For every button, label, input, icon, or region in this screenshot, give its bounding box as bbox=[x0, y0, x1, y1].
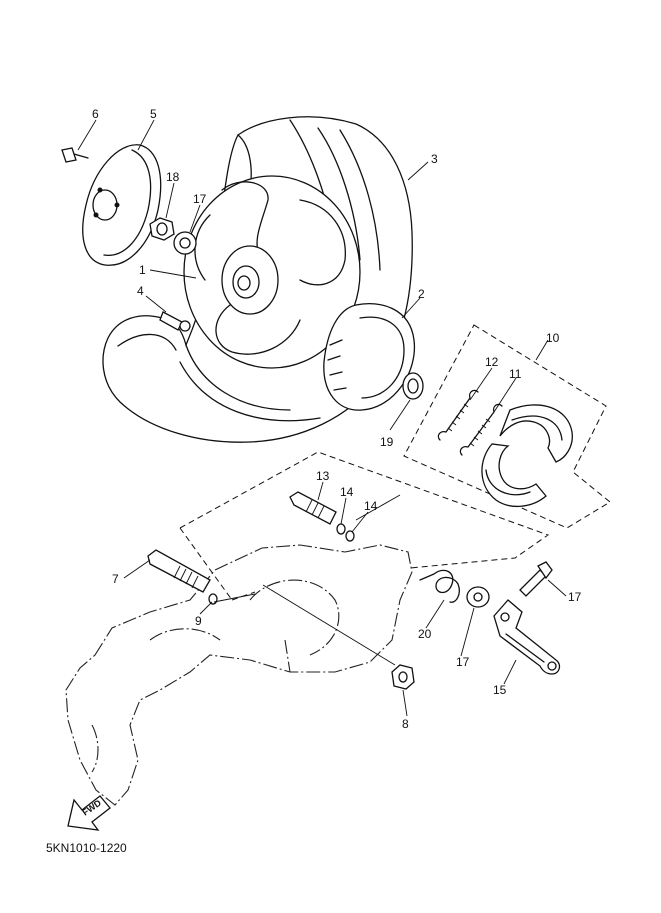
callout-leaders bbox=[77, 119, 567, 717]
oil-seal bbox=[402, 372, 424, 400]
callout-2: 2 bbox=[418, 287, 425, 301]
brake-shoes bbox=[481, 404, 573, 507]
nut-19 bbox=[149, 217, 175, 241]
callout-20: 19 bbox=[380, 435, 394, 449]
callout-4: 4 bbox=[137, 284, 144, 298]
wheel-rim bbox=[183, 175, 361, 369]
brake-shoe-spring-11 bbox=[459, 403, 503, 456]
callout-19: 18 bbox=[166, 170, 180, 184]
leader-lines bbox=[213, 494, 401, 666]
callout-8: 8 bbox=[402, 717, 409, 731]
o-ring-14b bbox=[345, 530, 355, 542]
o-ring-14a bbox=[336, 523, 346, 535]
brake-shoe-spring-12 bbox=[437, 389, 479, 441]
drawing-code: 5KN1010-1220 bbox=[46, 841, 127, 855]
callout-13: 13 bbox=[316, 469, 330, 483]
bolt-17 bbox=[519, 561, 553, 597]
callout-1: 1 bbox=[139, 263, 146, 277]
callout-10: 10 bbox=[546, 331, 560, 345]
callout-5: 5 bbox=[150, 107, 157, 121]
callout-6: 6 bbox=[92, 107, 99, 121]
brake-cam-lever bbox=[493, 599, 561, 675]
callout-7: 7 bbox=[112, 572, 119, 586]
callout-11: 11 bbox=[509, 367, 522, 381]
washer-16 bbox=[466, 586, 490, 608]
callout-15: 15 bbox=[493, 683, 507, 697]
callout-9: 9 bbox=[195, 614, 202, 628]
callout-3: 3 bbox=[431, 152, 438, 166]
callout-17: 17 bbox=[568, 590, 582, 604]
brake-camshaft bbox=[289, 491, 337, 525]
callout-14a: 14 bbox=[340, 485, 354, 499]
crankcase-outline bbox=[65, 544, 413, 806]
forward-arrow-icon: FWD bbox=[67, 795, 111, 831]
air-valve bbox=[159, 311, 191, 332]
bolt-6 bbox=[61, 147, 89, 163]
callout-16: 17 bbox=[456, 655, 470, 669]
brake-shoe-kit-box bbox=[403, 324, 611, 529]
callout-14b: 14 bbox=[364, 499, 378, 513]
nut-8 bbox=[391, 664, 415, 690]
o-ring-9 bbox=[208, 593, 218, 605]
brake-drum-ring bbox=[323, 302, 416, 411]
callout-labels: 6 5 18 17 1 4 3 2 19 10 12 11 13 14 14 7… bbox=[92, 107, 582, 731]
hub-cover-plate bbox=[82, 144, 162, 266]
washer-18 bbox=[173, 231, 197, 255]
callout-18: 17 bbox=[193, 192, 207, 206]
torsion-spring bbox=[419, 569, 460, 603]
callout-21: 20 bbox=[418, 627, 432, 641]
axle-shaft bbox=[147, 549, 211, 593]
callout-12: 12 bbox=[485, 355, 499, 369]
